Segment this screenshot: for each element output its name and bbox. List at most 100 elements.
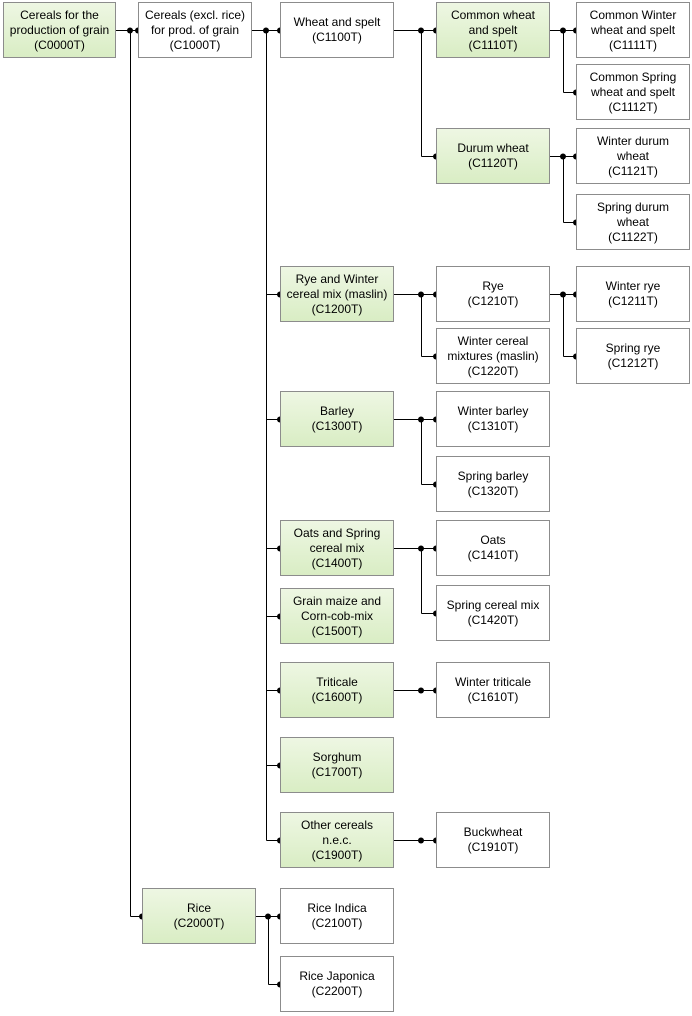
node-c1310t: Winter barley(C1310T): [436, 391, 550, 447]
node-label-line: Common Winter: [589, 7, 677, 22]
node-label-line: (C1220T): [467, 363, 519, 378]
node-label-line: Wheat and spelt: [293, 15, 381, 29]
node-label-line: Rye and Winter: [295, 271, 379, 286]
node-label-line: Corn-cob-mix: [300, 608, 373, 623]
node-label-line: and spelt: [468, 22, 518, 37]
node-c1610t: Winter triticale(C1610T): [436, 662, 550, 718]
node-label-line: Cereals for the: [20, 7, 99, 22]
node-label-line: (C1300T): [311, 419, 363, 433]
node-label-line: (C0000T): [34, 37, 85, 52]
node-label-line: (C1110T): [468, 37, 518, 52]
node-label-line: Spring barley: [457, 469, 529, 483]
node-label-line: (C1211T): [608, 294, 658, 308]
node-label-line: Triticale: [316, 675, 358, 689]
node-c1300t: Barley(C1300T): [280, 391, 394, 447]
node-label-line: (C1000T): [169, 37, 221, 52]
node-c2200t: Rice Japonica(C2200T): [280, 956, 394, 1012]
node-label-line: Rice Japonica: [299, 969, 375, 983]
connector-dot: [418, 837, 424, 844]
node-label-line: n.e.c.: [322, 832, 352, 847]
node-label-line: Other cereals: [300, 817, 374, 832]
node-label-line: Rye: [482, 279, 504, 293]
node-label-line: (C1320T): [467, 484, 519, 498]
node-label-line: Oats and Spring: [293, 525, 381, 540]
node-label-line: (C1122T): [608, 229, 658, 244]
node-label-line: Rice Indica: [307, 901, 367, 915]
node-label-line: (C2200T): [311, 984, 363, 998]
node-label-line: Spring cereal mix: [446, 598, 540, 612]
node-label-line: (C1112T): [608, 99, 658, 114]
node-label-line: Common Spring: [589, 69, 677, 84]
node-label-line: (C1900T): [311, 847, 363, 862]
node-label-line: Sorghum: [312, 750, 362, 764]
node-c1410t: Oats(C1410T): [436, 520, 550, 576]
node-label-line: Winter rye: [605, 279, 661, 293]
node-label-line: Winter cereal: [457, 333, 529, 348]
node-label-line: Durum wheat: [457, 141, 529, 155]
node-label-line: Buckwheat: [463, 825, 523, 839]
node-label-line: (C1121T): [608, 163, 658, 178]
node-c1600t: Triticale(C1600T): [280, 662, 394, 718]
node-label-line: Spring durum: [596, 199, 670, 214]
node-label-line: production of grain: [9, 22, 110, 37]
node-label-line: (C1410T): [467, 548, 519, 562]
node-label-line: (C2100T): [311, 916, 363, 930]
node-label-line: (C1500T): [311, 623, 363, 638]
node-label-line: wheat: [616, 148, 650, 163]
node-c1100t: Wheat and spelt(C1100T): [280, 2, 394, 58]
node-label-line: for prod. of grain: [150, 22, 240, 37]
node-label-line: cereal mix: [309, 540, 365, 555]
node-label-line: Oats: [480, 533, 506, 547]
node-label-line: Common wheat: [450, 7, 536, 22]
node-c1420t: Spring cereal mix(C1420T): [436, 585, 550, 641]
node-label-line: Spring rye: [605, 341, 661, 355]
node-c1910t: Buckwheat(C1910T): [436, 812, 550, 868]
node-label-line: wheat and spelt: [590, 84, 676, 99]
node-label-line: mixtures (maslin): [447, 348, 539, 363]
node-label-line: (C1200T): [311, 301, 363, 316]
node-label-line: (C1212T): [607, 356, 659, 370]
node-label-line: (C1310T): [467, 419, 519, 433]
node-c1212t: Spring rye(C1212T): [576, 328, 690, 384]
node-label-line: (C1910T): [467, 840, 519, 854]
node-c1210t: Rye(C1210T): [436, 266, 550, 322]
node-c1320t: Spring barley(C1320T): [436, 456, 550, 512]
node-label-line: cereal mix (maslin): [286, 286, 388, 301]
node-label-line: wheat: [616, 214, 649, 229]
node-label-line: (C1400T): [311, 555, 363, 570]
node-label-line: Winter triticale: [454, 675, 531, 689]
node-label-line: (C1111T): [608, 37, 657, 52]
node-label-line: Rice: [186, 901, 211, 915]
node-label-line: Cereals (excl. rice): [144, 7, 246, 22]
node-c2100t: Rice Indica(C2100T): [280, 888, 394, 944]
node-label-line: (C1100T): [312, 30, 362, 44]
node-label-line: Grain maize and: [292, 593, 382, 608]
node-c1120t: Durum wheat(C1120T): [436, 128, 550, 184]
connector-dot: [418, 687, 424, 694]
node-label-line: (C1210T): [467, 294, 519, 308]
node-label-line: (C2000T): [173, 916, 225, 930]
node-label-line: Winter durum: [596, 133, 670, 148]
node-label-line: wheat and spelt: [590, 22, 676, 37]
node-label-line: (C1420T): [467, 613, 519, 627]
node-c1700t: Sorghum(C1700T): [280, 737, 394, 793]
node-label-line: (C1610T): [467, 690, 519, 704]
node-label-line: (C1600T): [311, 690, 363, 704]
node-c1000t: Cereals (excl. rice)for prod. of grain(C…: [138, 2, 252, 58]
node-label-line: Winter barley: [457, 404, 529, 418]
node-c2000t: Rice(C2000T): [142, 888, 256, 944]
node-c1211t: Winter rye(C1211T): [576, 266, 690, 322]
node-label-line: (C1700T): [311, 765, 363, 779]
